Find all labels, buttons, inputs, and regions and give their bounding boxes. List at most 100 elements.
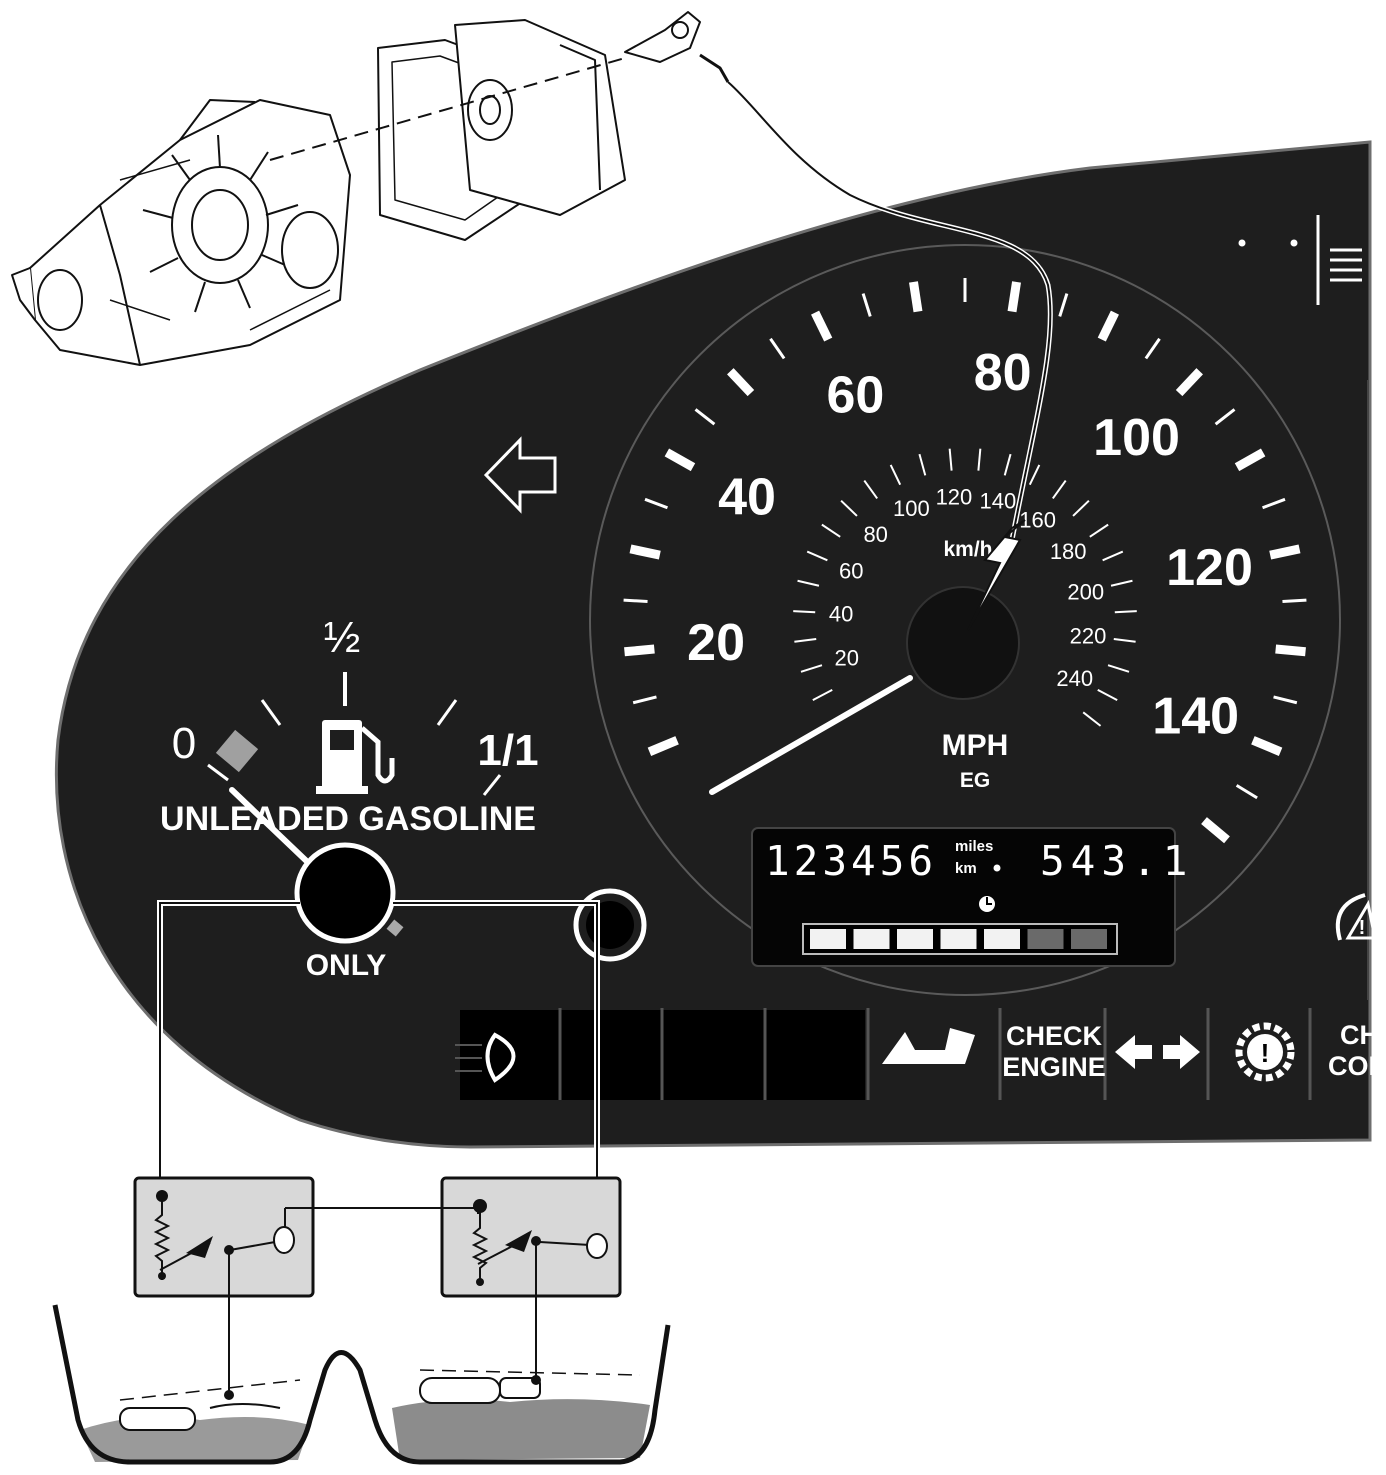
fuel-empty-label: 0 [172, 719, 196, 768]
mph-tick [1201, 817, 1230, 844]
kmh-tick [794, 638, 817, 643]
headlight-icon [455, 1032, 516, 1083]
service-bar [1027, 929, 1064, 949]
left-sender-unit [133, 1176, 315, 1298]
kmh-tick [1102, 550, 1124, 562]
fuel-needle [229, 787, 321, 875]
check-engine-line2: ENGINE [1002, 1052, 1106, 1082]
fuel-half-label: ½ [324, 613, 361, 662]
kmh-label: 180 [1050, 539, 1087, 564]
mph-tick [623, 598, 648, 604]
mph-tick [624, 644, 655, 657]
mph-tick [811, 310, 833, 342]
kmh-tick [1082, 711, 1102, 727]
kmh-tick [821, 523, 841, 538]
warning-triangle-icon: ! [1335, 893, 1377, 941]
kmh-tick [806, 550, 828, 562]
trip-odometer: 543.1 [1040, 837, 1193, 885]
kmh-tick [948, 448, 953, 471]
mph-tick [1007, 281, 1021, 313]
service-bar [853, 929, 890, 949]
mph-tick [664, 448, 696, 472]
mph-tick [861, 293, 872, 317]
mph-tick [1144, 337, 1161, 360]
kmh-label: 20 [835, 645, 859, 670]
speedometer-needle [709, 675, 913, 795]
mph-label: 20 [687, 614, 745, 672]
service-bar [984, 929, 1020, 949]
mph-tick [1097, 310, 1119, 342]
check-control-line1: CHE [1340, 1020, 1386, 1050]
kmh-tick [1003, 453, 1012, 476]
trunk-lid-icon [882, 1028, 975, 1064]
svg-text:!: ! [1261, 1038, 1270, 1068]
fuel-tank-senders [52, 1176, 671, 1465]
mph-tick [1058, 293, 1069, 317]
transmission-illustration [11, 11, 730, 366]
mph-tick [1235, 784, 1258, 800]
mph-tick [1214, 408, 1236, 426]
kmh-tick [1107, 664, 1130, 673]
kmh-tick [1113, 638, 1136, 643]
mph-label: 40 [718, 469, 776, 527]
fuel-type-label: UNLEADED GASOLINE [160, 800, 536, 838]
service-clock-icon [979, 896, 995, 912]
service-bar [940, 929, 977, 949]
kmh-tick [1089, 523, 1109, 538]
top-right-indicators [1238, 215, 1362, 305]
kmh-label: 80 [863, 522, 887, 547]
kmh-tick [800, 664, 823, 673]
mph-tick [1273, 695, 1298, 705]
mph-tick [1175, 368, 1203, 397]
gear-warning-icon: ! [1235, 1022, 1295, 1082]
mph-tick [1282, 598, 1307, 604]
kmh-tick [1052, 479, 1067, 499]
kmh-tick [1028, 464, 1041, 486]
mph-tick [769, 337, 786, 360]
kmh-unit-label: km/h [943, 538, 992, 561]
mph-tick [629, 544, 661, 560]
fuel-only-label: ONLY [306, 949, 387, 982]
mph-label: 140 [1152, 687, 1239, 745]
mph-tick-marks [623, 278, 1307, 844]
mph-tick [647, 736, 679, 756]
kmh-label: 100 [893, 496, 930, 521]
kmh-tick [889, 464, 902, 486]
fuel-reserve-lamp [573, 888, 647, 962]
mph-tick [1251, 736, 1283, 756]
kmh-tick [863, 479, 878, 499]
kmh-tick-marks [793, 448, 1137, 727]
mph-tick [909, 281, 923, 313]
unit-indicator-dot [993, 864, 1001, 872]
service-bar [897, 929, 933, 949]
mph-tick [632, 695, 657, 705]
kmh-tick [1097, 688, 1118, 701]
check-control-line2: CONT [1328, 1051, 1386, 1081]
mph-tick [1262, 497, 1286, 510]
fuel-full-label: 1/1 [477, 726, 538, 775]
left-arrow-icon [483, 436, 557, 514]
fuel-gauge-hub [294, 842, 396, 944]
mph-tick [727, 368, 755, 397]
kmh-tick [797, 579, 820, 587]
kmh-tick [1110, 579, 1133, 587]
service-interval-bars [802, 923, 1118, 955]
kmh-label: 200 [1067, 580, 1104, 605]
kmh-label: 140 [979, 488, 1016, 513]
turn-signal-icon [1115, 1035, 1200, 1069]
kmh-label: 120 [936, 484, 973, 509]
sensor-signal-bolt [967, 519, 1026, 631]
fuel-gauge: 0 ½ 1/1 UNLEADED GASOLINE ONLY [160, 613, 647, 982]
mph-label: 100 [1093, 409, 1180, 467]
needle-hub [906, 586, 1020, 700]
mph-tick [1275, 644, 1306, 657]
unit-km-label: km [955, 860, 977, 877]
kmh-label: 220 [1070, 624, 1107, 649]
mph-tick [644, 497, 668, 510]
mph-label: 80 [974, 344, 1032, 402]
kmh-label: 60 [839, 559, 863, 584]
variant-label: EG [960, 769, 990, 792]
